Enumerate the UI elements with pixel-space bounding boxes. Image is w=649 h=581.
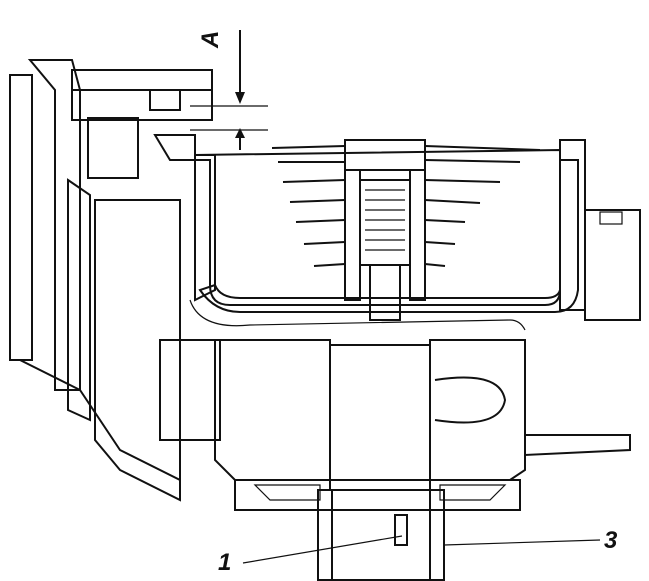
callout-label-1: 1 (218, 549, 231, 576)
right-cap (559, 139, 641, 321)
callout-label-3: 3 (604, 527, 618, 554)
dimension-a (190, 30, 268, 150)
lower-body (159, 339, 631, 491)
leader-line-3 (443, 539, 601, 546)
valve-stem (344, 139, 426, 321)
leader-line-1 (242, 535, 403, 564)
spring-housing (153, 134, 579, 331)
spring-coils (271, 145, 541, 267)
top-flange (71, 69, 213, 179)
bottom-seat (234, 479, 521, 581)
left-housing (9, 59, 181, 502)
dimension-label-a: A (197, 31, 224, 49)
